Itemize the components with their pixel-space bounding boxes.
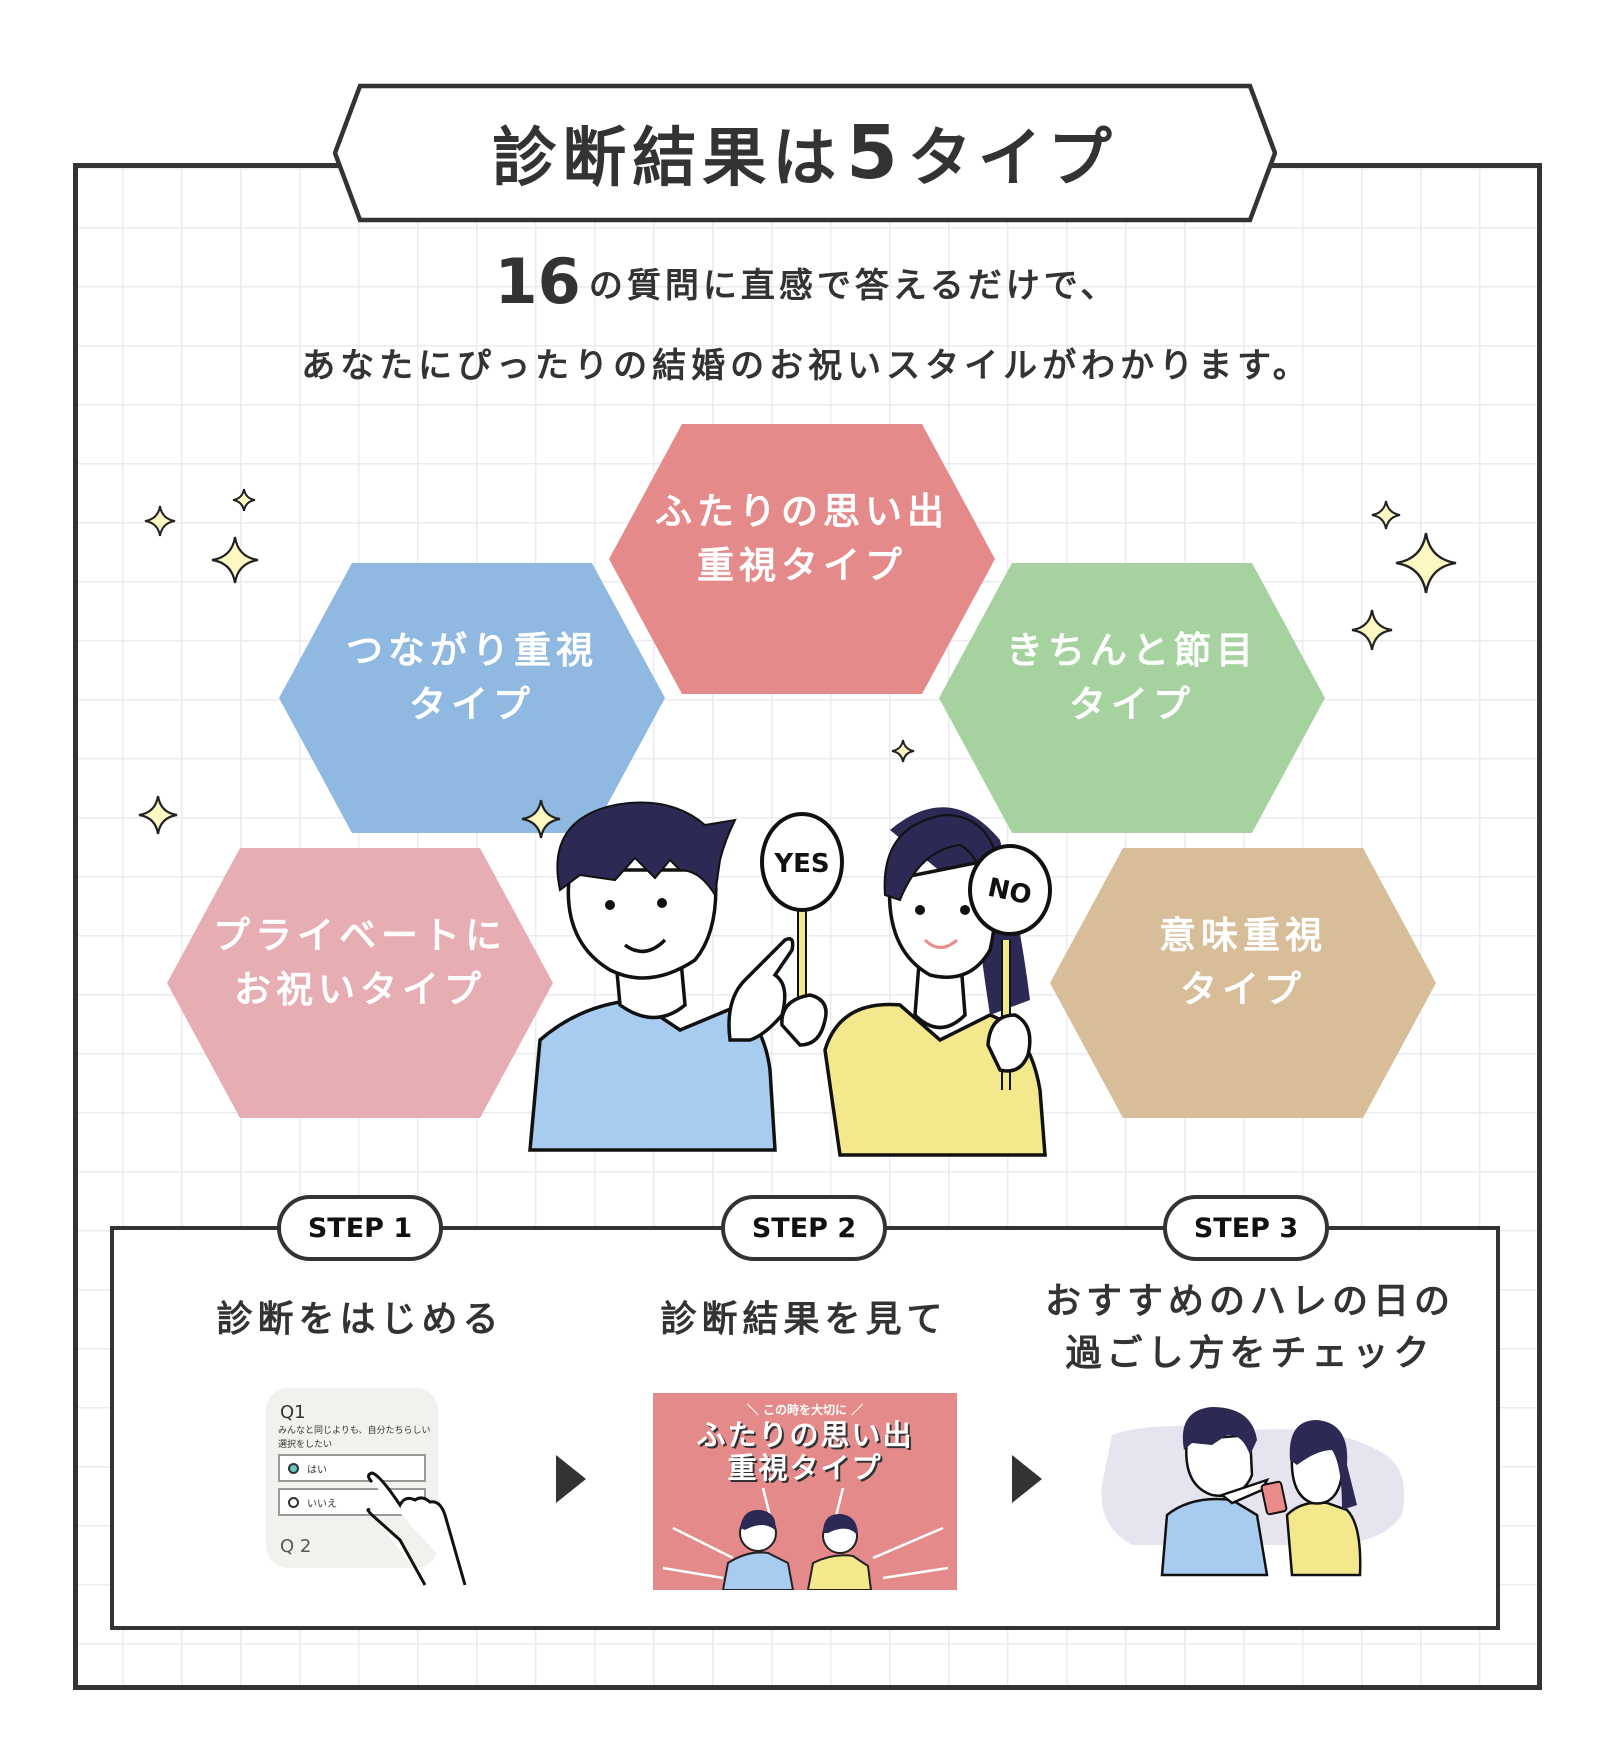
type-name-line1: 意味重視: [1159, 914, 1327, 957]
option-no-label: いいえ: [307, 1498, 337, 1510]
hex-label-private: プライベートに お祝いタイプ: [167, 848, 553, 1118]
sparkle-icon: [211, 536, 259, 584]
couple-with-phone-illustration: [1101, 1407, 1405, 1577]
sparkle-icon: [891, 739, 915, 763]
result-card-preview: ＼ この時を大切に ／ ふたりの思い出 重視タイプ: [653, 1393, 957, 1590]
step-3-title-line1: おすすめのハレの日の: [1044, 1281, 1455, 1322]
sparkle-icon: [1395, 532, 1457, 594]
type-name-line2: タイプ: [1180, 968, 1306, 1011]
type-name-line2: 重視タイプ: [697, 544, 907, 587]
sparkle-icon: [1351, 609, 1393, 651]
next-arrow-icon: [1012, 1455, 1042, 1503]
step-3-badge: STEP 3: [1163, 1195, 1329, 1261]
question-count: 16: [494, 245, 581, 318]
next-question-number: Q 2: [280, 1536, 312, 1557]
type-name-line1: きちんと節目: [1006, 629, 1258, 672]
step-2-title: 診断結果を見て: [660, 1299, 948, 1340]
sparkle-icon: [1371, 500, 1401, 530]
type-name-line2: タイプ: [1069, 683, 1195, 726]
title-number: 5: [846, 110, 904, 196]
result-type-line2: 重視タイプ: [727, 1451, 883, 1485]
hex-type-memories: [609, 424, 995, 694]
result-tagline: ＼ この時を大切に ／: [746, 1403, 864, 1417]
couple-illustration: YES NO: [528, 801, 1052, 1157]
radio-empty-icon: [288, 1496, 299, 1508]
step-1-title: 診断をはじめる: [216, 1299, 504, 1340]
result-type-line1: ふたりの思い出: [696, 1418, 914, 1452]
sparkle-icon: [232, 488, 256, 512]
hex-type-meaning: [1050, 848, 1436, 1118]
svg-text:YES: YES: [773, 849, 829, 879]
page-title: 診断結果は 5 タイプ: [333, 82, 1277, 224]
hex-label-meaning: 意味重視 タイプ: [1050, 848, 1436, 1118]
sparkle-icon: [144, 505, 176, 537]
sparkle-icon: [521, 799, 561, 839]
type-name-line2: タイプ: [409, 683, 535, 726]
step-3-title: おすすめのハレの日の 過ごし方をチェック: [1030, 1276, 1470, 1380]
option-yes[interactable]: はい: [278, 1454, 426, 1482]
type-name-line1: ふたりの思い出: [655, 490, 949, 533]
question-card-preview: Q1 みんなと同じよりも、自分たちらしい選択をしたい はい いいえ Q 2: [266, 1388, 438, 1568]
tapping-hand-icon: [366, 1471, 467, 1586]
question-number: Q1: [280, 1402, 306, 1423]
next-arrow-icon: [556, 1455, 586, 1503]
hex-type-private: [167, 848, 553, 1118]
radio-selected-icon: [288, 1462, 299, 1474]
hex-label-milestone: きちんと節目 タイプ: [939, 563, 1325, 833]
title-banner: [333, 83, 1277, 223]
title-prefix: 診断結果は: [492, 122, 843, 196]
title-suffix: タイプ: [907, 122, 1118, 196]
hex-label-memories: ふたりの思い出 重視タイプ: [609, 424, 995, 694]
hex-label-connection: つながり重視 タイプ: [279, 563, 665, 833]
type-name-line1: つながり重視: [346, 629, 598, 672]
question-text: みんなと同じよりも、自分たちらしい選択をしたい: [278, 1426, 431, 1450]
step-1-badge: STEP 1: [277, 1195, 443, 1261]
hex-type-milestone: [939, 563, 1325, 833]
result-type-name: ふたりの思い出 重視タイプ: [653, 1419, 957, 1485]
option-yes-label: はい: [307, 1464, 327, 1476]
sparkle-icon: [138, 795, 178, 835]
intro-line-2: あなたにぴったりの結婚のお祝いスタイルがわかります。: [301, 346, 1312, 386]
intro-line-1-text: の質問に直感で答えるだけで、: [588, 266, 1119, 306]
step-3-title-line2: 過ごし方をチェック: [1065, 1333, 1435, 1374]
hex-type-connection: [279, 563, 665, 833]
type-name-line2: お祝いタイプ: [234, 968, 486, 1011]
celebrating-couple-illustration: [662, 1488, 949, 1590]
step-2-badge: STEP 2: [721, 1195, 887, 1261]
type-name-line1: プライベートに: [213, 914, 507, 957]
